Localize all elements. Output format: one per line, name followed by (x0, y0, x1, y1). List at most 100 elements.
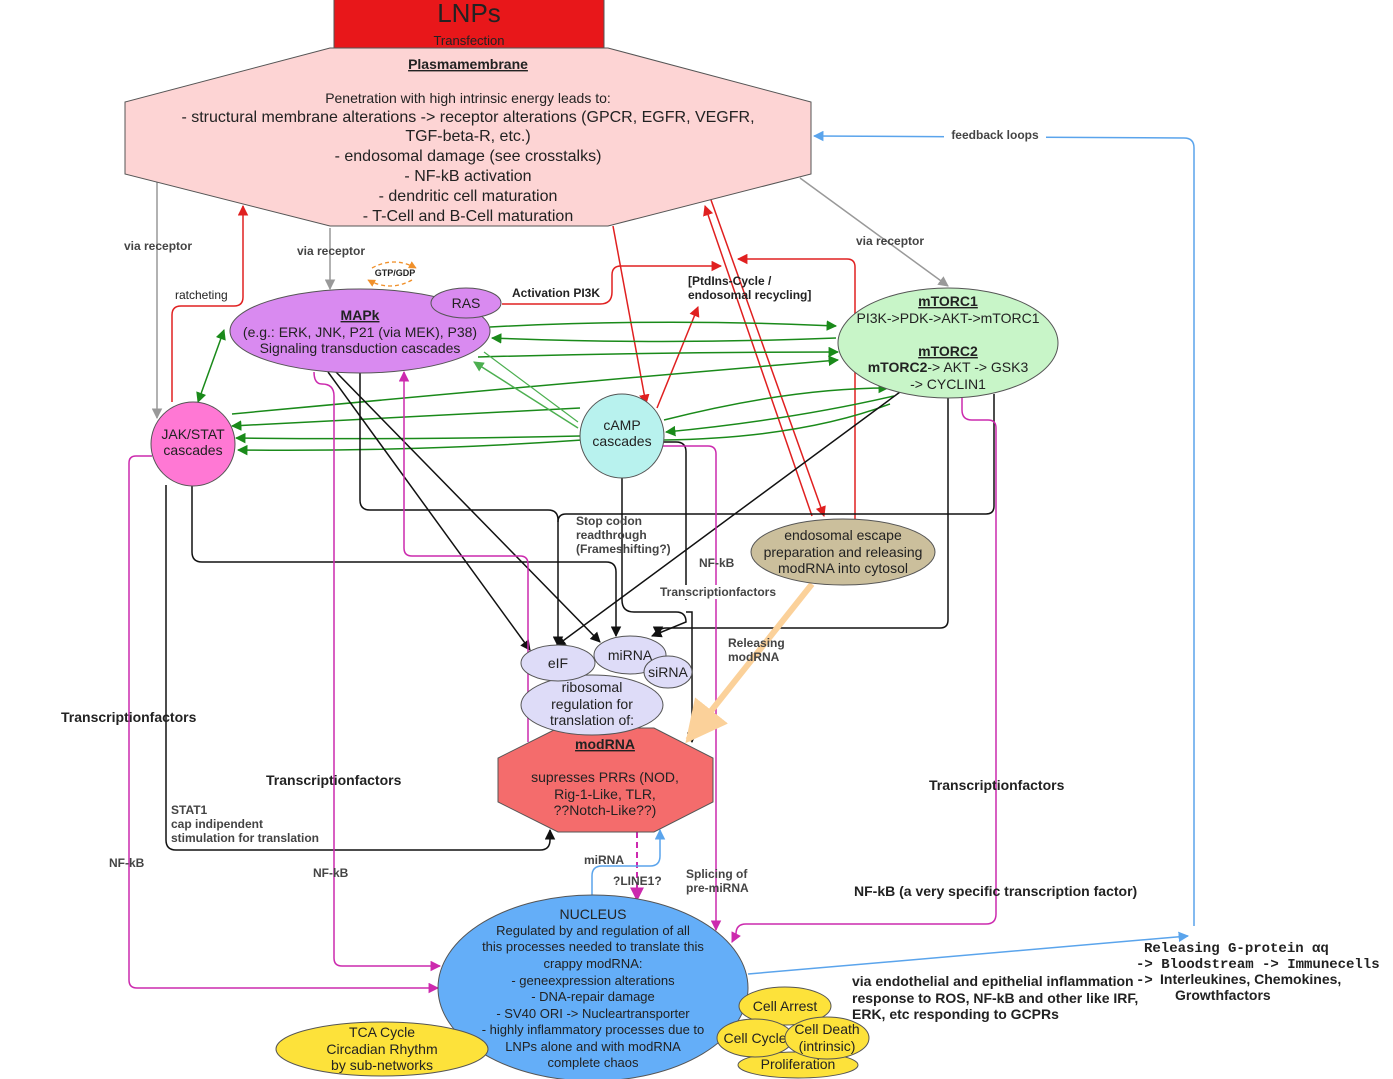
releasing-modrna-label: modRNA (728, 650, 780, 664)
mtorc2-title: mTORC2 (918, 343, 978, 359)
gtp-gdp-label: GTP/GDP (375, 268, 416, 278)
activation-pi3k-label: Activation PI3K (512, 286, 600, 300)
tca-line: TCA Cycle (349, 1024, 415, 1040)
mapk-node: MAPk (e.g.: ERK, JNK, P21 (via MEK), P38… (229, 288, 491, 374)
modrna-line: Rig-1-Like, TLR, (554, 786, 656, 802)
sirna-label: siRNA (648, 664, 688, 680)
nfkb-label: NF-kB (109, 856, 145, 870)
ras-label: RAS (452, 295, 481, 311)
mapk-line: Signaling transduction cascades (260, 340, 461, 356)
modrna-line: ??Notch-Like??) (554, 802, 657, 818)
sirna-node: siRNA (643, 655, 693, 689)
inflammation-label: ERK, etc responding to GCPRs (852, 1006, 1059, 1022)
nucleus-title: NUCLEUS (560, 906, 627, 922)
cell-cluster: Proliferation Cell Arrest Cell Cycle Cel… (716, 986, 870, 1079)
via-receptor-label: via receptor (297, 244, 365, 258)
lnp-box: LNPs Transfection (333, 0, 605, 49)
plasma-line: - structural membrane alterations -> rec… (181, 109, 754, 126)
mtorc2-rest: -> AKT -> GSK3 (927, 359, 1028, 375)
plasma-line: - dendritic cell maturation (379, 188, 558, 205)
endosomal-line: preparation and releasing (764, 544, 923, 560)
releasing-modrna-label: Releasing (728, 636, 785, 650)
stat1-label: cap indipendent (171, 817, 263, 831)
cell-cycle-label: Cell Cycle (723, 1030, 786, 1046)
ribosomal-line: ribosomal (562, 679, 623, 695)
cell-arrest-label: Cell Arrest (753, 998, 818, 1014)
plasma-line: - NF-kB activation (404, 168, 531, 185)
transcriptionfactors-label: Transcriptionfactors (660, 585, 776, 599)
ribosomal-line: translation of: (550, 712, 634, 728)
ras-node: RAS (430, 287, 502, 319)
plasma-line: - T-Cell and B-Cell maturation (363, 208, 573, 225)
nfkb-specific-label: NF-kB (a very specific transcription fac… (854, 883, 1137, 899)
modrna-node: modRNA supresses PRRs (NOD, Rig-1-Like, … (497, 727, 714, 833)
nucleus-line: LNPs alone and with modRNA (505, 1039, 681, 1054)
cell-death-label: Cell Death (794, 1021, 859, 1037)
stat1-label: STAT1 (171, 803, 208, 817)
mtorc-node: mTORC1 PI3K->PDK->AKT->mTORC1 mTORC2 mTO… (837, 287, 1059, 399)
cell-arrest-node (738, 986, 832, 1026)
splicing-label: Splicing of (686, 867, 748, 881)
mapk-title: MAPk (341, 307, 380, 323)
mtorc1-title: mTORC1 (918, 293, 978, 309)
ptdins-label: [PtdIns-Cycle / (688, 274, 772, 288)
plasma-title: Plasmamembrane (408, 56, 528, 72)
splicing-label: pre-miRNA (686, 881, 749, 895)
plasma-line: - endosomal damage (see crosstalks) (335, 148, 602, 165)
nucleus-line: - SV40 ORI -> Nucleartransporter (496, 1006, 690, 1021)
plasma-line: TGF-beta-R, etc.) (405, 128, 530, 145)
g-protein-label: Releasing G-protein αq (1144, 941, 1329, 957)
eif-node: eIF (520, 644, 596, 682)
ptdins-label: endosomal recycling] (688, 288, 811, 302)
transcriptionfactors-label: Transcriptionfactors (61, 709, 197, 725)
mtorc2-prefix: mTORC2 (868, 359, 928, 375)
nfkb-label: NF-kB (313, 866, 349, 880)
plasma-intro: Penetration with high intrinsic energy l… (325, 90, 611, 106)
nfkb-label: NF-kB (699, 556, 735, 570)
jak-line: cascades (163, 442, 222, 458)
nucleus-line: this processes needed to translate this (482, 939, 704, 954)
growthfactors-label: Growthfactors (1175, 987, 1271, 1003)
camp-line: cAMP (603, 417, 640, 433)
ratcheting-label: ratcheting (175, 288, 228, 302)
eif-label: eIF (548, 655, 568, 671)
interleukines-label: Interleukines, Chemokines, (1160, 971, 1341, 987)
stop-codon-label: (Frameshifting?) (576, 542, 671, 556)
stop-codon-label: readthrough (576, 528, 647, 542)
nucleus-line: Regulated by and regulation of all (496, 923, 690, 938)
mirna-small-label: miRNA (584, 853, 624, 867)
modrna-title: modRNA (575, 736, 635, 752)
camp-node: cAMP cascades (579, 393, 665, 479)
nucleus-line: - highly inflammatory processes due to (482, 1022, 705, 1037)
mtorc2-line: mTORC2-> AKT -> GSK3 (868, 359, 1029, 375)
line1-label: ?LINE1? (613, 874, 662, 888)
mtorc2-line: -> CYCLIN1 (910, 376, 986, 392)
feedback-label-bg (944, 126, 1046, 142)
mapk-line: (e.g.: ERK, JNK, P21 (via MEK), P38) (243, 324, 477, 340)
endosomal-line: modRNA into cytosol (778, 560, 908, 576)
nucleus-line: crappy modRNA: (544, 956, 643, 971)
stat1-label: stimulation for translation (171, 831, 319, 845)
nucleus-line: - DNA-repair damage (531, 989, 655, 1004)
g-protein-label: -> Bloodstream -> Immunecells (1136, 957, 1380, 973)
nucleus-line: complete chaos (547, 1055, 639, 1070)
mirna-label: miRNA (608, 647, 653, 663)
feedback-loops-label: feedback loops (951, 128, 1039, 142)
ribosomal-line: regulation for (551, 696, 633, 712)
jak-line: JAK/STAT (161, 426, 225, 442)
cell-death-label: (intrinsic) (799, 1038, 856, 1054)
tca-line: by sub-networks (331, 1057, 433, 1073)
inflammation-label: via endothelial and epithelial inflammat… (852, 973, 1134, 989)
mtorc1-line: PI3K->PDK->AKT->mTORC1 (857, 310, 1040, 326)
tca-line: Circadian Rhythm (326, 1041, 437, 1057)
g-protein-label: -> (1136, 973, 1153, 989)
cell-death-node (784, 1016, 870, 1060)
endosomal-escape-node: endosomal escape preparation and releasi… (750, 518, 936, 586)
transcriptionfactors-label: Transcriptionfactors (266, 772, 402, 788)
stop-codon-label: Stop codon (576, 514, 642, 528)
proliferation-label: Proliferation (761, 1056, 836, 1072)
nucleus-line: - geneexpression alterations (511, 973, 675, 988)
tca-cycle-node: TCA Cycle Circadian Rhythm by sub-networ… (275, 1021, 489, 1077)
transcriptionfactors-label: Transcriptionfactors (929, 777, 1065, 793)
